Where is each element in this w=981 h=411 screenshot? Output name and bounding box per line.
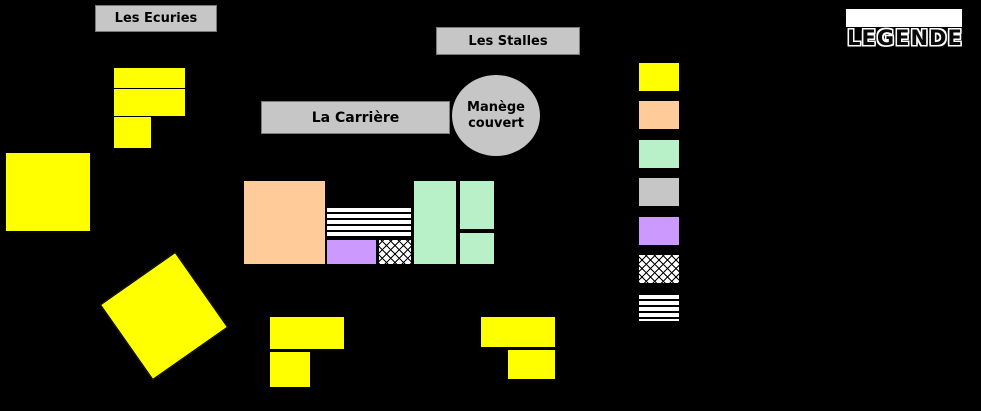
building-orange — [243, 180, 326, 265]
legend-title-bar — [846, 9, 962, 27]
stalles-label-box: Les Stalles — [436, 27, 580, 55]
legend-swatch-purple — [638, 216, 680, 246]
area-yellow-large-square — [5, 152, 91, 232]
legend-title: LEGENDE — [847, 26, 963, 50]
stalles-label: Les Stalles — [468, 33, 548, 49]
legend-swatch-gray — [638, 177, 680, 207]
building-striped — [326, 205, 412, 237]
area-yellow-topleft-lower — [113, 116, 152, 149]
legend-swatch-orange — [638, 100, 680, 130]
area-yellow-topleft-upper — [113, 67, 186, 89]
building-purple — [326, 239, 377, 265]
carriere-label-box: La Carrière — [261, 101, 450, 134]
legend-swatch-stripes — [638, 292, 680, 322]
ecuries-label-box: Les Ecuries — [95, 5, 217, 32]
building-crosshatch — [378, 239, 412, 265]
area-yellow-bottomright-top — [480, 316, 556, 348]
legend-swatch-green — [638, 139, 680, 169]
area-yellow-bottomleft-bottom — [269, 351, 311, 388]
legend-swatch-crosshatch — [638, 254, 680, 284]
manege-couvert-circle: Manège couvert — [451, 74, 541, 157]
building-green-left — [413, 180, 457, 265]
ecuries-label: Les Ecuries — [114, 11, 198, 26]
building-green-right-top — [459, 180, 495, 230]
manege-couvert-label: Manège couvert — [467, 99, 525, 131]
area-yellow-bottomright-bottom — [507, 349, 556, 380]
building-green-right-bottom — [459, 232, 495, 265]
area-yellow-rotated-square — [99, 251, 229, 381]
area-yellow-topleft-middle — [113, 88, 186, 117]
carriere-label: La Carrière — [311, 109, 400, 126]
area-yellow-bottomleft-top — [269, 316, 345, 350]
legend-swatch-yellow — [638, 62, 680, 92]
